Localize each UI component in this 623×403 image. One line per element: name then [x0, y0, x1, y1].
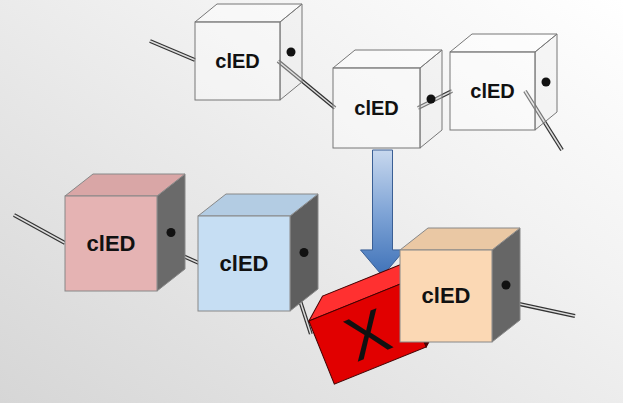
- cube-front: [400, 250, 492, 342]
- cube-top: [450, 34, 557, 52]
- cube-top: [195, 4, 302, 22]
- cube-front: [450, 52, 535, 130]
- cled-cube: clED: [198, 216, 290, 311]
- cled-cube: clED: [195, 22, 280, 100]
- insert-arrow: [361, 150, 405, 276]
- cube-label: clED: [400, 250, 492, 342]
- cled-cube: clED: [333, 68, 420, 148]
- cled-cube: clED: [400, 250, 492, 342]
- cled-cube: clED: [65, 196, 157, 291]
- rod-socket: [300, 248, 309, 257]
- cube-front: [333, 68, 420, 148]
- rod-socket: [427, 95, 436, 104]
- cube-top: [400, 228, 520, 250]
- arrow-shape: [361, 150, 405, 276]
- cube-front: [195, 22, 280, 100]
- cube-label: clED: [195, 22, 280, 100]
- cled-cube: clED: [450, 52, 535, 130]
- cube-top: [65, 174, 185, 196]
- rod-stub: [150, 41, 195, 60]
- rod-socket: [542, 78, 551, 87]
- cube-front: [65, 196, 157, 291]
- rod-socket: [502, 281, 511, 290]
- cube-label: clED: [333, 68, 420, 148]
- cube-label: clED: [65, 196, 157, 291]
- rod-socket: [287, 48, 296, 57]
- cube-front: [198, 216, 290, 311]
- rod-socket: [167, 228, 176, 237]
- cube-label: clED: [198, 216, 290, 311]
- cube-label: clED: [450, 52, 535, 130]
- cube-top: [198, 194, 318, 216]
- rod-stub: [14, 215, 65, 243]
- cube-top: [333, 50, 442, 68]
